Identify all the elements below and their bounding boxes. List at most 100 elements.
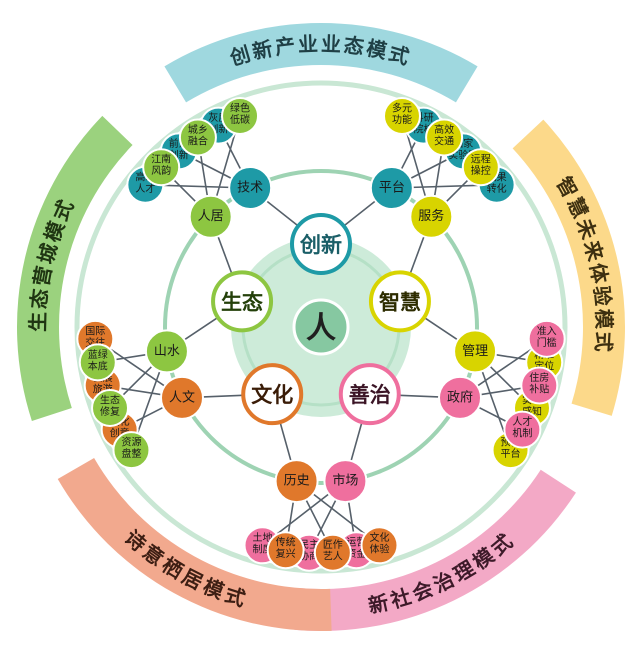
- leaf-node: 人才机制: [503, 410, 542, 449]
- leaf-node: 多元功能: [382, 97, 421, 136]
- main-node-label: 文化: [251, 383, 293, 407]
- leaf-node-circle: [520, 366, 559, 405]
- center-label: 人: [306, 311, 336, 346]
- middle-ring: [163, 169, 479, 485]
- center-circle: [292, 298, 350, 356]
- leaf-node: 住房补贴: [520, 366, 559, 405]
- sub-node: 市场: [323, 459, 368, 504]
- main-node-circle: [290, 213, 352, 275]
- node-label: 历史: [284, 474, 310, 489]
- sub-node: 技术: [228, 166, 273, 211]
- sub-node-circle: [323, 459, 368, 504]
- group-smart: 智慧服务多元功能高效交通远程操控管理精准定位实时感知预警平台: [368, 97, 564, 470]
- sub-node-circle: [144, 329, 189, 374]
- leaf-node-circle: [91, 388, 130, 427]
- node-label: 匠作艺人: [323, 539, 343, 563]
- sub-node: 政府: [437, 375, 482, 420]
- leaf-node-circle: [112, 431, 151, 470]
- leaf-node-circle: [527, 319, 566, 358]
- leaf-node-circle: [221, 97, 260, 136]
- outer-ring: [74, 80, 568, 574]
- leaf-node-circle: [360, 526, 399, 565]
- node-label: 人才机制: [512, 415, 532, 440]
- sub-node-circle: [369, 166, 414, 211]
- main-node-label: 善治: [349, 383, 391, 407]
- main-node-circle: [211, 270, 274, 333]
- sub-node-circle: [274, 459, 319, 504]
- diagram-nodes: 人创新技术高端人才前沿创新灰度创新平台科研院校国家实验室成果转化智慧服务多元功能…: [76, 97, 566, 572]
- main-node-label: 智慧: [379, 290, 421, 314]
- node-label: 服务: [418, 208, 444, 224]
- node-label: 高效交通: [434, 123, 454, 148]
- main-node-ecology: 生态: [211, 270, 274, 333]
- node-label: 文化体验: [369, 531, 389, 556]
- center-node: 人: [292, 298, 350, 356]
- node-label: 江南风韵: [151, 153, 171, 178]
- node-label: 平台: [379, 181, 405, 196]
- sub-node: 服务: [409, 194, 454, 239]
- leaf-node: 资源盘整: [112, 431, 151, 470]
- sub-node-circle: [160, 375, 205, 420]
- node-label: 人居: [198, 209, 224, 224]
- main-node-circle: [241, 363, 304, 426]
- sub-node: 管理: [453, 329, 498, 374]
- node-label: 多元功能: [392, 102, 412, 127]
- group-culture: 文化历史文化体验匠作艺人传统复兴人文文化创意会展旅游国际交往: [76, 319, 399, 572]
- leaf-node: 文化体验: [360, 526, 399, 565]
- leaf-node: 城乡融合: [178, 118, 217, 157]
- leaf-node-circle: [503, 410, 542, 449]
- node-label: 技术: [237, 181, 263, 196]
- sub-node-circle: [453, 329, 498, 374]
- leaf-node: 江南风韵: [142, 148, 181, 187]
- sub-node-circle: [228, 166, 273, 211]
- leaf-node: 匠作艺人: [313, 533, 352, 572]
- node-label: 生态修复: [100, 393, 120, 418]
- node-label: 市场: [332, 473, 358, 489]
- node-label: 准入门槛: [537, 325, 557, 349]
- sub-node-circle: [188, 194, 233, 239]
- leaf-node: 高效交通: [425, 118, 464, 157]
- banner-top: 创新产业业态模式: [164, 22, 478, 103]
- node-label: 传统复兴: [276, 536, 296, 561]
- leaf-node: 准入门槛: [527, 319, 566, 358]
- sub-node: 平台: [369, 166, 414, 211]
- leaf-node: 远程操控: [461, 148, 500, 187]
- main-node-innovation: 创新: [290, 213, 352, 275]
- main-node-governance: 善治: [338, 363, 401, 426]
- main-node-culture: 文化: [241, 363, 304, 426]
- banner-shape: [294, 469, 576, 632]
- banner-shape: [164, 22, 478, 103]
- node-label: 资源盘整: [121, 436, 141, 461]
- leaf-node-circle: [78, 343, 117, 382]
- main-node-label: 创新: [299, 233, 342, 257]
- banner-shape: [57, 458, 332, 631]
- leaf-node-circle: [142, 148, 181, 187]
- leaf-node: 绿色低碳: [221, 97, 260, 136]
- leaf-node: 蓝绿本底: [78, 343, 117, 382]
- leaf-node: 传统复兴: [266, 531, 305, 570]
- sub-node: 人居: [188, 194, 233, 239]
- leaf-node-circle: [178, 118, 217, 157]
- node-label: 绿色低碳: [230, 102, 250, 127]
- sub-node-circle: [437, 375, 482, 420]
- banner-shape: [16, 115, 133, 421]
- leaf-node-circle: [266, 531, 305, 570]
- node-label: 城乡融合: [188, 124, 208, 148]
- node-label: 管理: [462, 344, 488, 359]
- node-label: 政府: [447, 390, 473, 405]
- leaf-node: 生态修复: [91, 388, 130, 427]
- main-node-smart: 智慧: [368, 270, 431, 333]
- node-label: 远程操控: [471, 154, 491, 178]
- node-label: 蓝绿本底: [88, 348, 108, 373]
- sub-node-circle: [409, 194, 454, 239]
- main-node-label: 生态: [221, 290, 263, 314]
- node-label: 住房补贴: [529, 371, 549, 396]
- leaf-node-circle: [382, 97, 421, 136]
- main-node-circle: [338, 363, 401, 426]
- leaf-node-circle: [425, 118, 464, 157]
- leaf-node-circle: [461, 148, 500, 187]
- main-node-circle: [368, 270, 431, 333]
- sub-node: 人文: [160, 375, 205, 420]
- leaf-node-circle: [313, 533, 352, 572]
